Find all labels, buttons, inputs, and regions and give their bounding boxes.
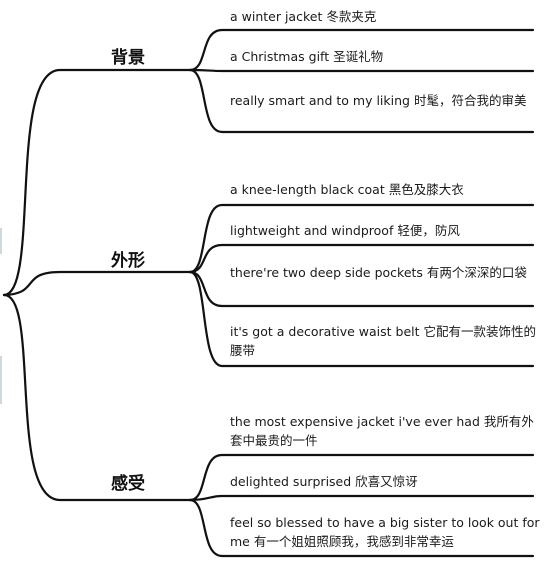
branch-line [188, 498, 535, 558]
leaf-most-expensive: the most expensive jacket i've ever had … [230, 414, 534, 448]
branch-line [188, 203, 535, 274]
leaf-smart: really smart and to my liking 时髦，符合我的审美 [230, 93, 527, 108]
branch-line [188, 453, 535, 502]
branch-line [188, 494, 535, 502]
leaf-knee-length: a knee-length black coat 黑色及膝大衣 [230, 182, 464, 197]
branch-line [188, 68, 535, 73]
trunk-to-beijing [2, 68, 192, 297]
leaf-waist-belt: it's got a decorative waist belt 它配有一款装饰… [230, 324, 536, 358]
branch-line [188, 270, 535, 308]
root-node-edge [0, 356, 2, 404]
topic-beijing: 背景 [111, 48, 145, 68]
topic-ganshou: 感受 [111, 474, 145, 494]
topic-waixing: 外形 [111, 251, 145, 271]
leaf-lightweight: lightweight and windproof 轻便，防风 [230, 223, 460, 238]
leaf-winter-jacket: a winter jacket 冬款夹克 [230, 9, 377, 24]
leaf-blessed: feel so blessed to have a big sister to … [230, 515, 540, 549]
branch-line [188, 270, 535, 368]
leaf-christmas-gift: a Christmas gift 圣诞礼物 [230, 49, 384, 64]
branch-line [188, 68, 535, 134]
root-node-edge [0, 228, 2, 254]
trunk-to-ganshou [2, 293, 192, 502]
leaf-delighted: delighted surprised 欣喜又惊讶 [230, 474, 418, 489]
branch-line [188, 28, 535, 72]
branch-line [188, 243, 535, 274]
trunk-to-waixing [2, 270, 192, 297]
leaf-pockets: there're two deep side pockets 有两个深深的口袋 [230, 265, 527, 280]
